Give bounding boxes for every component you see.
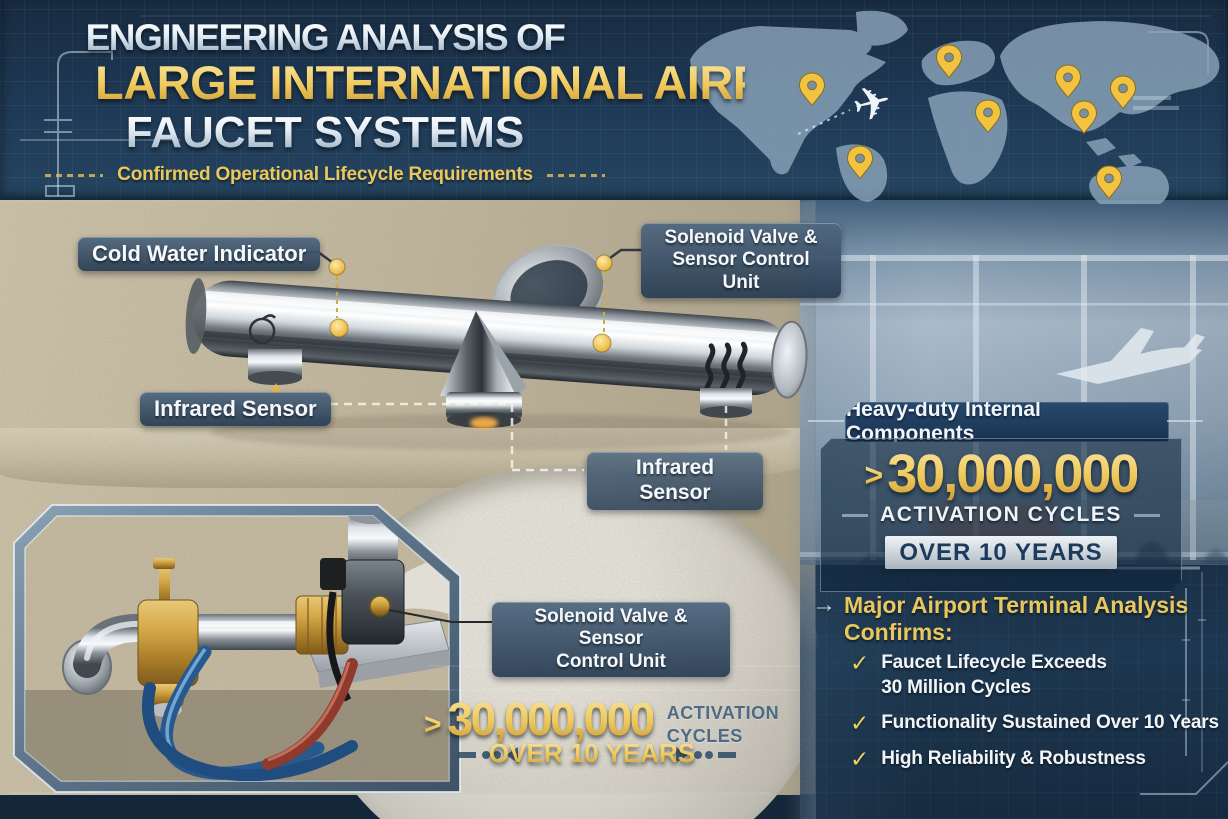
dash-line <box>1134 514 1160 517</box>
checklist-item: ✓ Functionality Sustained Over 10 Years <box>850 711 1222 736</box>
checklist-line: 30 Million Cycles <box>881 676 1031 698</box>
checklist-text: Functionality Sustained Over 10 Years <box>881 712 1219 734</box>
banner-side-line <box>1167 420 1203 422</box>
dash-decoration <box>546 173 605 177</box>
checklist-line: Faucet Lifecycle Exceeds <box>881 652 1107 673</box>
callout-line: Sensor Control Unit <box>672 249 810 293</box>
right-stats-panel: > 30,000,000 ACTIVATION CYCLES OVER 10 Y… <box>820 438 1182 592</box>
dash-line <box>842 514 868 517</box>
title-line-2: LARGE INTERNATIONAL AIRPORT <box>95 55 862 109</box>
duration-label: OVER 10 YEARS <box>452 738 732 769</box>
check-icon: ✓ <box>850 746 870 773</box>
arrow-right-icon: → <box>812 591 836 618</box>
heavy-duty-banner: Heavy-duty Internal Components <box>845 402 1169 442</box>
checklist-item: ✓ High Reliability & Robustness <box>850 747 1222 772</box>
greater-than-sign: > <box>864 457 884 493</box>
callout-line: Control Unit <box>556 650 666 672</box>
analysis-title-line: Confirms: <box>844 619 953 646</box>
unit-line: ACTIVATION <box>666 703 780 723</box>
dash-decoration <box>45 173 104 177</box>
subtitle: Confirmed Operational Lifecycle Requirem… <box>117 164 533 185</box>
greater-than-sign: > <box>424 708 442 741</box>
check-icon: ✓ <box>850 650 870 676</box>
callout-solenoid-valve-top: Solenoid Valve & Sensor Control Unit <box>641 223 841 299</box>
callout-line: Solenoid Valve & Sensor <box>534 606 688 650</box>
checklist-text: Faucet Lifecycle Exceeds 30 Million Cycl… <box>881 651 1107 700</box>
callout-solenoid-valve-bottom: Solenoid Valve & Sensor Control Unit <box>492 602 730 678</box>
callout-infrared-sensor-right: Infrared Sensor <box>587 452 763 510</box>
analysis-title: Major Airport Terminal Analysis Confirms… <box>844 592 1188 646</box>
over-10-years-band: OVER 10 YEARS <box>885 536 1117 569</box>
title-line-3: FAUCET SYSTEMS <box>0 109 650 157</box>
analysis-title-line: Major Airport Terminal Analysis <box>844 592 1189 618</box>
activation-cycles-label: ACTIVATION CYCLES <box>880 503 1122 526</box>
title-line-1: ENGINEERING ANALYSIS OF <box>0 18 650 58</box>
analysis-heading: → Major Airport Terminal Analysis Confir… <box>812 591 1217 646</box>
analysis-checklist: ✓ Faucet Lifecycle Exceeds 30 Million Cy… <box>850 651 1222 772</box>
callout-line: Solenoid Valve & <box>664 227 818 248</box>
banner-side-line <box>808 420 844 422</box>
activation-cycles-number: 30,000,000 <box>887 444 1138 504</box>
callout-infrared-sensor-left: Infrared Sensor <box>140 392 331 426</box>
activation-cycles-row: ACTIVATION CYCLES <box>842 503 1160 527</box>
callout-cold-water-indicator: Cold Water Indicator <box>78 237 321 271</box>
title-block: ENGINEERING ANALYSIS OF LARGE INTERNATIO… <box>0 18 862 157</box>
stat-number-row: > 30,000,000 <box>865 443 1138 505</box>
checklist-text: High Reliability & Robustness <box>881 748 1146 770</box>
check-icon: ✓ <box>850 710 870 737</box>
checklist-item: ✓ Faucet Lifecycle Exceeds 30 Million Cy… <box>850 651 1222 700</box>
subtitle-row: Confirmed Operational Lifecycle Requirem… <box>0 164 650 186</box>
